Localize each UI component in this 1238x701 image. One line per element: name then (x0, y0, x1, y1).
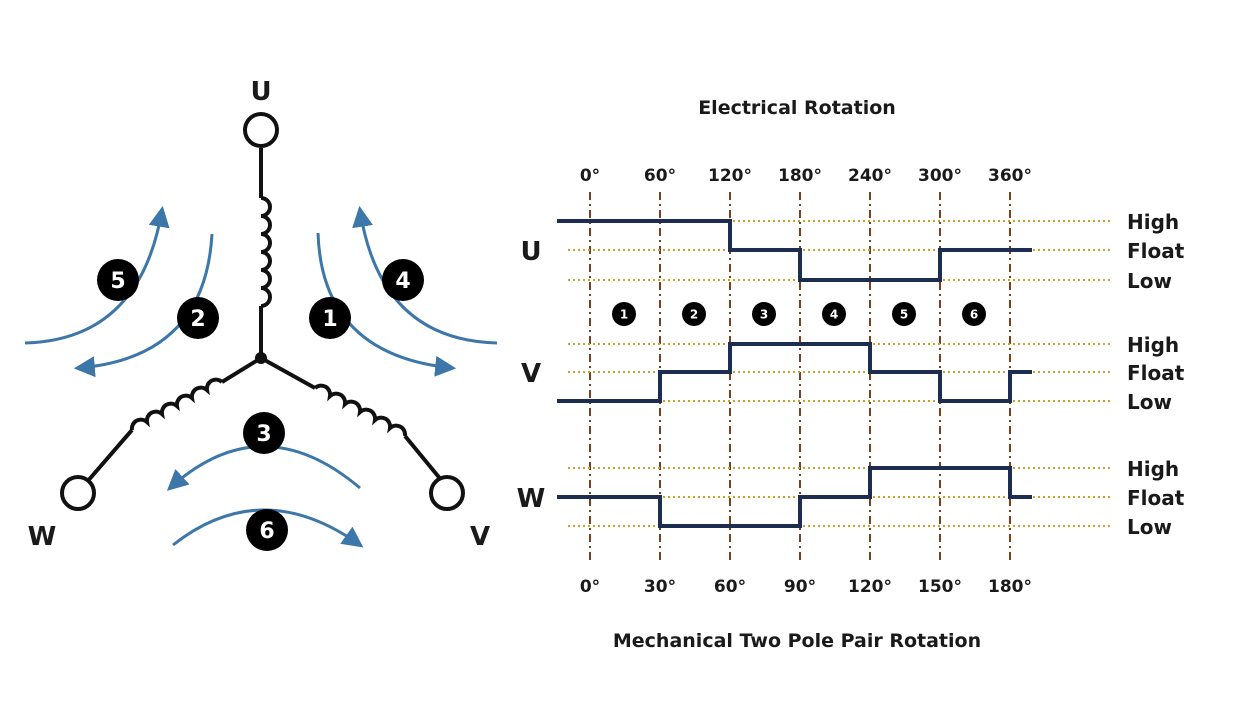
phase-label-u: U (520, 237, 541, 267)
chart-title: Electrical Rotation (698, 97, 896, 119)
electrical-tick-label: 300° (918, 166, 962, 186)
field-arrow-2 (73, 233, 214, 378)
step-badge-6: 6 (246, 509, 288, 551)
svg-text:4: 4 (395, 269, 410, 294)
level-label-low: Low (1127, 390, 1172, 414)
svg-text:6: 6 (259, 519, 274, 544)
phase-signals (557, 219, 1032, 528)
mechanical-tick-label: 180° (988, 577, 1032, 597)
winding-u (259, 148, 272, 358)
chart-step-badge-2: 2 (682, 302, 706, 326)
level-label-low: Low (1127, 515, 1172, 539)
phase-label-w: W (517, 484, 546, 514)
level-label-high: High (1127, 457, 1179, 481)
svg-text:1: 1 (620, 308, 628, 322)
svg-text:1: 1 (322, 307, 337, 332)
level-label-high: High (1127, 210, 1179, 234)
timing-chart: Electrical Rotation Mechanical Two Pole … (517, 97, 1185, 652)
wye-winding-diagram: U V W 5 2 1 4 3 (24, 77, 498, 552)
level-label-high: High (1127, 333, 1179, 357)
phase-signal-v (557, 342, 1032, 403)
electrical-tick-label: 240° (848, 166, 892, 186)
electrical-tick-label: 180° (778, 166, 822, 186)
step-badge-2: 2 (177, 297, 219, 339)
mechanical-tick-label: 90° (784, 577, 816, 597)
level-label-float: Float (1127, 361, 1185, 385)
chart-labels: 0° 60° 120° 180° 240° 300° 360° 0° 30° 60° 90° 120°… (517, 166, 1185, 597)
mechanical-tick-label: 0° (580, 577, 600, 597)
terminal-u (243, 112, 279, 148)
step-badge-3: 3 (243, 412, 285, 454)
terminal-v (429, 475, 465, 511)
svg-text:2: 2 (690, 308, 698, 322)
svg-text:5: 5 (900, 308, 908, 322)
phase-signal-w (557, 466, 1032, 528)
terminal-v-label: V (470, 522, 490, 552)
terminal-w-label: W (28, 522, 57, 552)
chart-bottom-title: Mechanical Two Pole Pair Rotation (613, 630, 981, 652)
field-arrow-4 (352, 205, 498, 345)
svg-text:3: 3 (256, 422, 271, 447)
step-badge-1: 1 (309, 297, 351, 339)
electrical-tick-label: 360° (988, 166, 1032, 186)
level-label-float: Float (1127, 486, 1185, 510)
chart-step-badge-6: 6 (962, 302, 986, 326)
svg-text:4: 4 (830, 308, 838, 322)
level-label-low: Low (1127, 269, 1172, 293)
field-arrow-1 (316, 232, 457, 377)
mechanical-tick-label: 150° (918, 577, 962, 597)
winding-w (78, 356, 263, 492)
electrical-tick-label: 0° (580, 166, 600, 186)
electrical-tick-label: 120° (708, 166, 752, 186)
electrical-tick-label: 60° (644, 166, 676, 186)
terminal-u-label: U (250, 77, 271, 107)
mechanical-tick-label: 60° (714, 577, 746, 597)
chart-step-badge-5: 5 (892, 302, 916, 326)
svg-text:5: 5 (110, 269, 125, 294)
step-badge-4: 4 (382, 259, 424, 301)
mechanical-tick-label: 30° (644, 577, 676, 597)
svg-text:3: 3 (760, 308, 768, 322)
mechanical-tick-label: 120° (848, 577, 892, 597)
chart-step-badge-3: 3 (752, 302, 776, 326)
chart-step-badge-4: 4 (822, 302, 846, 326)
field-arrow-5 (24, 205, 170, 345)
grid-lines (568, 192, 1112, 562)
step-badge-5: 5 (97, 259, 139, 301)
terminal-w (60, 475, 96, 511)
phase-signal-u (557, 219, 1032, 282)
svg-text:6: 6 (970, 308, 978, 322)
winding-v (260, 356, 449, 489)
level-label-float: Float (1127, 239, 1185, 263)
svg-text:2: 2 (190, 307, 205, 332)
neutral-point (255, 352, 267, 364)
chart-step-badge-1: 1 (612, 302, 636, 326)
phase-label-v: V (521, 359, 541, 389)
